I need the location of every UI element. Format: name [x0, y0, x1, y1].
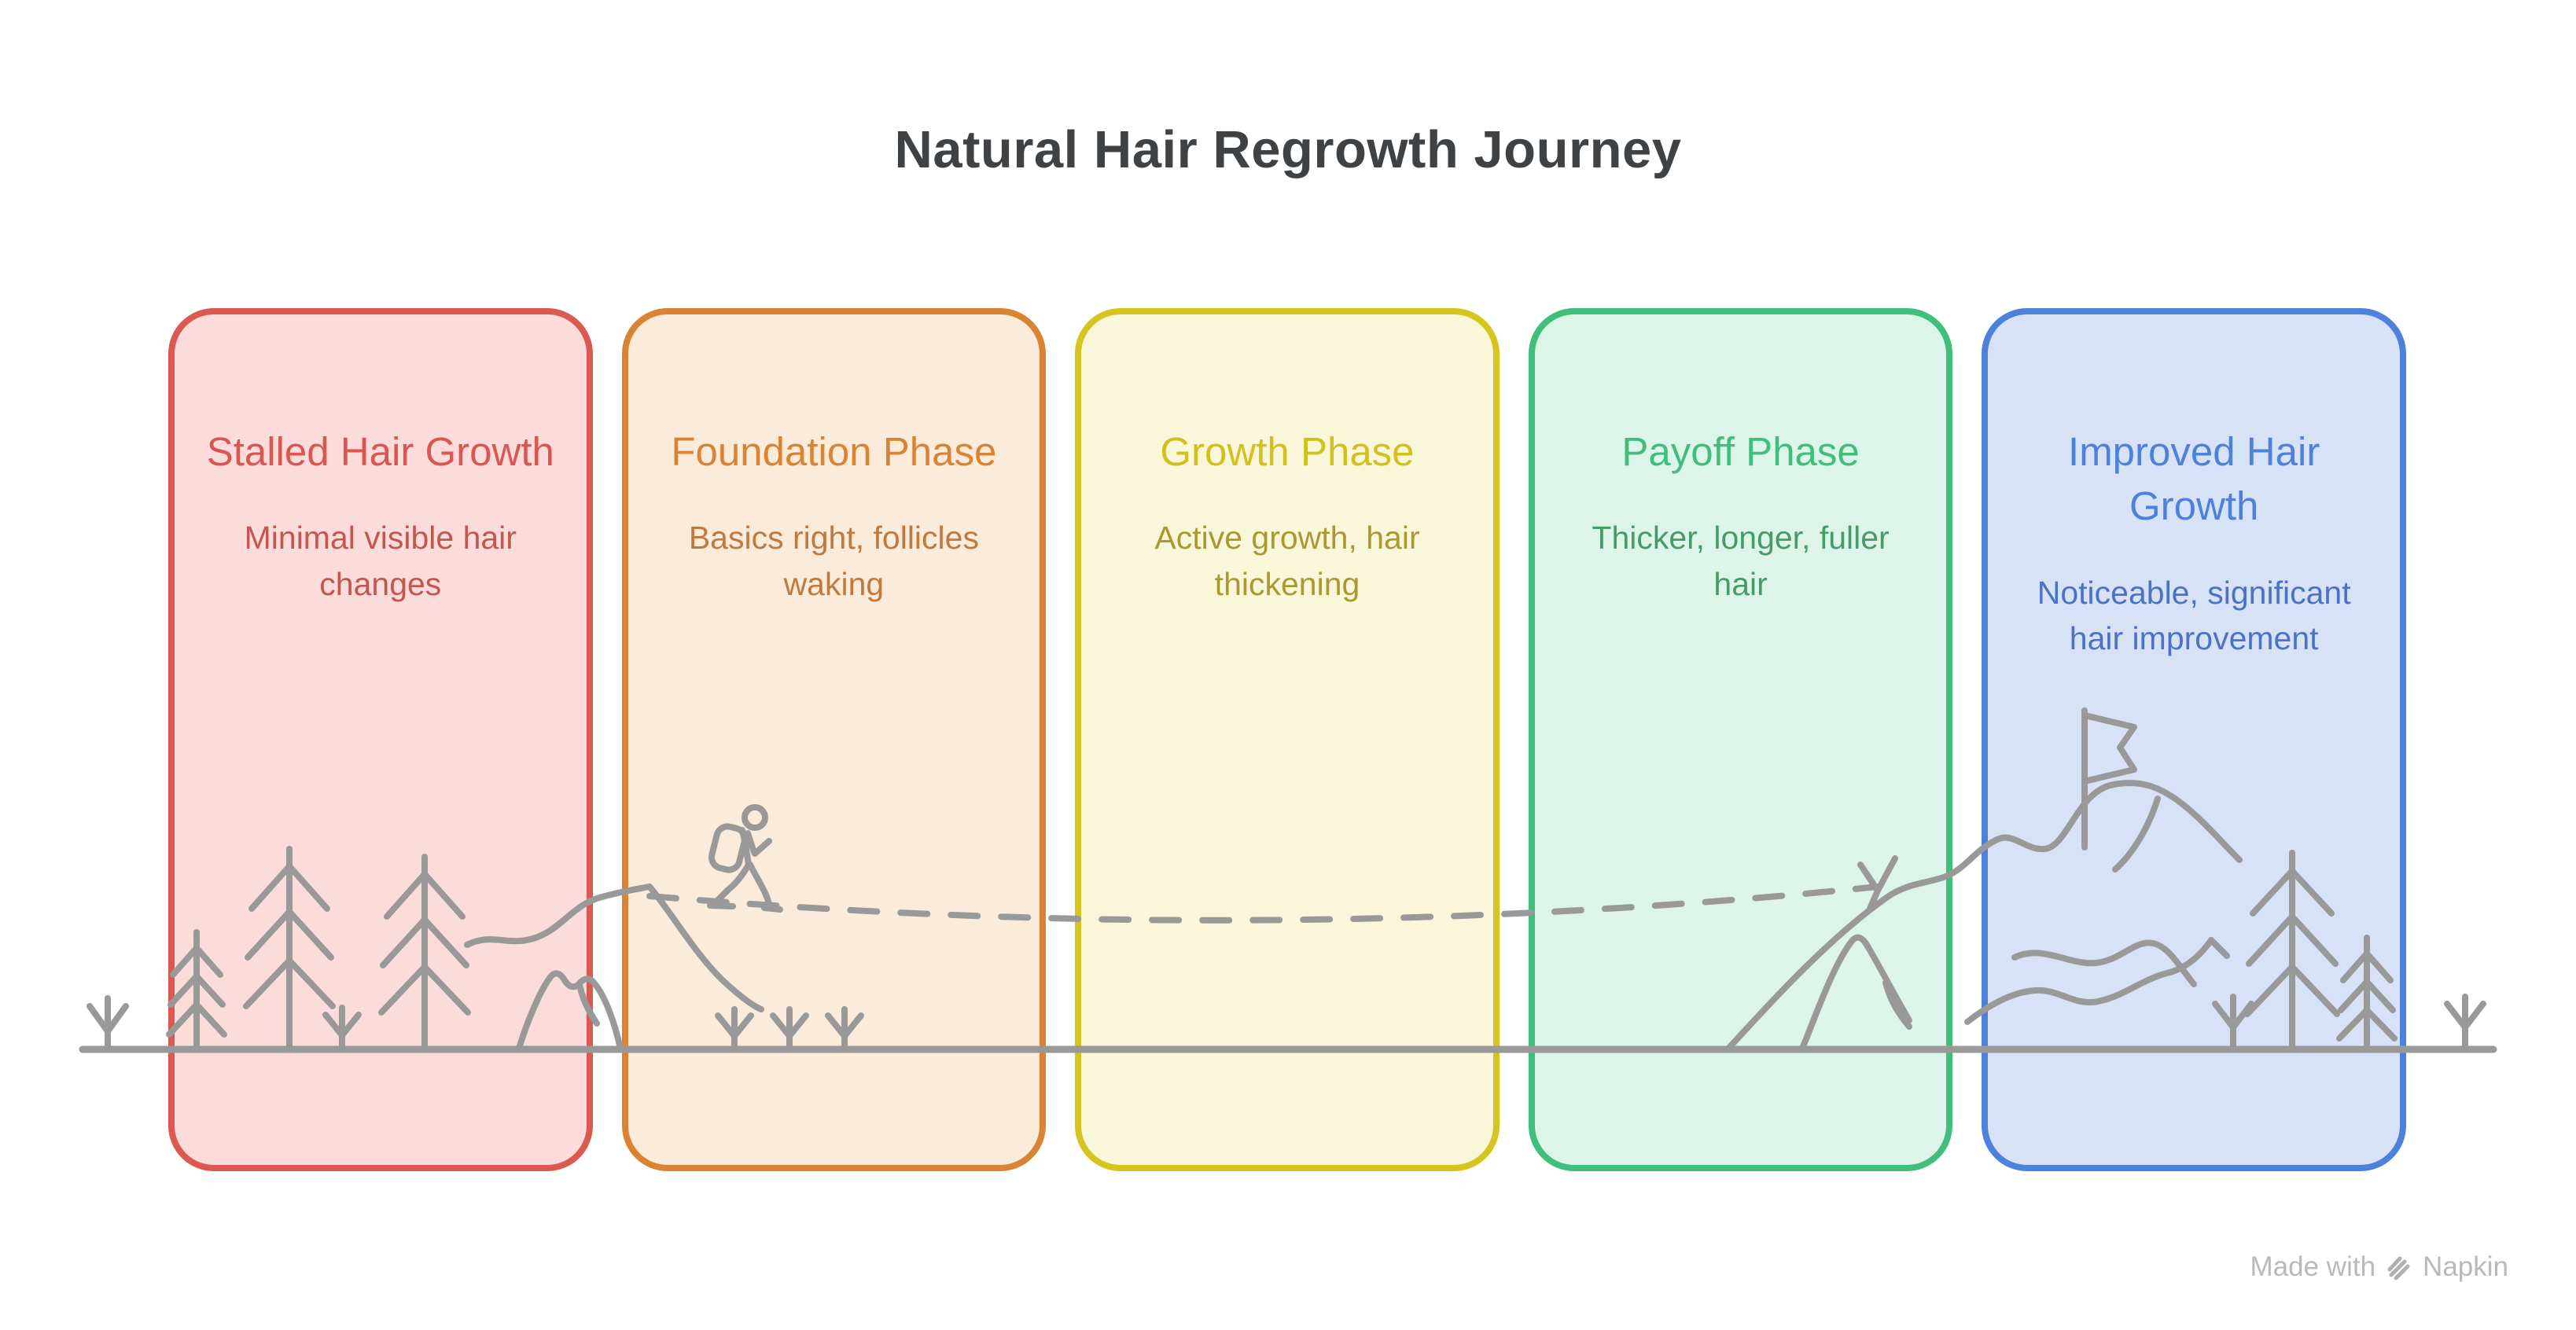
phase-card-stalled-hair-growth: Stalled Hair Growth Minimal visible hair…: [168, 308, 593, 1171]
phase-title: Improved Hair Growth: [2068, 429, 2320, 529]
phase-description: Thicker, longer, fuller hair: [1592, 520, 1890, 602]
phase-title: Growth Phase: [1160, 429, 1415, 474]
phase-card-improved-hair-growth: Improved Hair Growth Noticeable, signifi…: [1982, 308, 2406, 1171]
sprout: [86, 995, 129, 1051]
phase-description: Minimal visible hair changes: [244, 520, 517, 602]
phase-card-foundation-phase: Foundation Phase Basics right, follicles…: [621, 308, 1047, 1171]
phase-description: Basics right, follicles waking: [688, 520, 979, 602]
phase-description: Active growth, hair thickening: [1154, 520, 1420, 602]
napkin-logo-icon: [2387, 1256, 2410, 1280]
made-with-label: Made with: [2250, 1251, 2376, 1282]
made-with-napkin-credit: Made with Napkin: [2250, 1251, 2508, 1283]
phase-card-payoff-phase: Payoff Phase Thicker, longer, fuller hai…: [1528, 308, 1953, 1171]
napkin-brand-label: Napkin: [2423, 1251, 2508, 1282]
phase-title: Payoff Phase: [1621, 429, 1860, 474]
phase-title: Stalled Hair Growth: [206, 429, 554, 474]
page-title: Natural Hair Regrowth Journey: [894, 120, 1682, 179]
phase-cards-row: Stalled Hair Growth Minimal visible hair…: [168, 308, 2406, 1171]
phase-title: Foundation Phase: [671, 429, 997, 474]
phase-card-growth-phase: Growth Phase Active growth, hair thicken…: [1075, 308, 1500, 1171]
sprout: [2444, 994, 2486, 1051]
phase-description: Noticeable, significant hair improvement: [2037, 574, 2351, 656]
